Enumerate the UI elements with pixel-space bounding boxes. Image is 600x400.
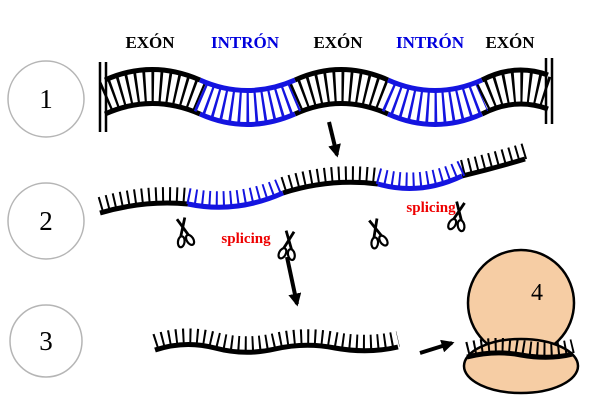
label-intron-1: INTRÓN xyxy=(211,33,280,52)
step-number-2: 2 xyxy=(39,206,53,236)
pre-mrna-intron-segments xyxy=(193,77,489,127)
label-exon-1: EXÓN xyxy=(125,33,175,52)
dna-end-caps xyxy=(98,58,554,132)
segment-labels: EXÓN INTRÓN EXÓN INTRÓN EXÓN xyxy=(125,33,535,52)
step-circle-2 xyxy=(7,182,85,260)
arrow-step2-to-step3 xyxy=(285,256,302,307)
label-intron-2: INTRÓN xyxy=(396,33,465,52)
splicing-label-1: splicing xyxy=(221,231,271,247)
ribosome xyxy=(462,248,580,395)
label-exon-3: EXÓN xyxy=(485,33,535,52)
step-number-1: 1 xyxy=(39,84,53,114)
splicing-label-2: splicing xyxy=(406,200,456,216)
arrow-step1-to-step2 xyxy=(327,121,341,158)
transcript-intron-segments xyxy=(186,160,466,210)
step-circle-3 xyxy=(9,304,83,378)
step-number-3: 3 xyxy=(39,326,53,356)
pre-mrna-exon-segments xyxy=(98,67,554,117)
mature-mrna xyxy=(152,328,400,355)
step-number-4: 4 xyxy=(531,280,543,306)
step-circle-1 xyxy=(7,60,85,138)
step-circles xyxy=(7,60,85,378)
arrow-mrna-to-ribosome xyxy=(419,339,455,355)
transcript-exon-segments xyxy=(97,143,528,216)
label-exon-2: EXÓN xyxy=(313,33,363,52)
mrna-in-ribosome xyxy=(465,337,575,360)
